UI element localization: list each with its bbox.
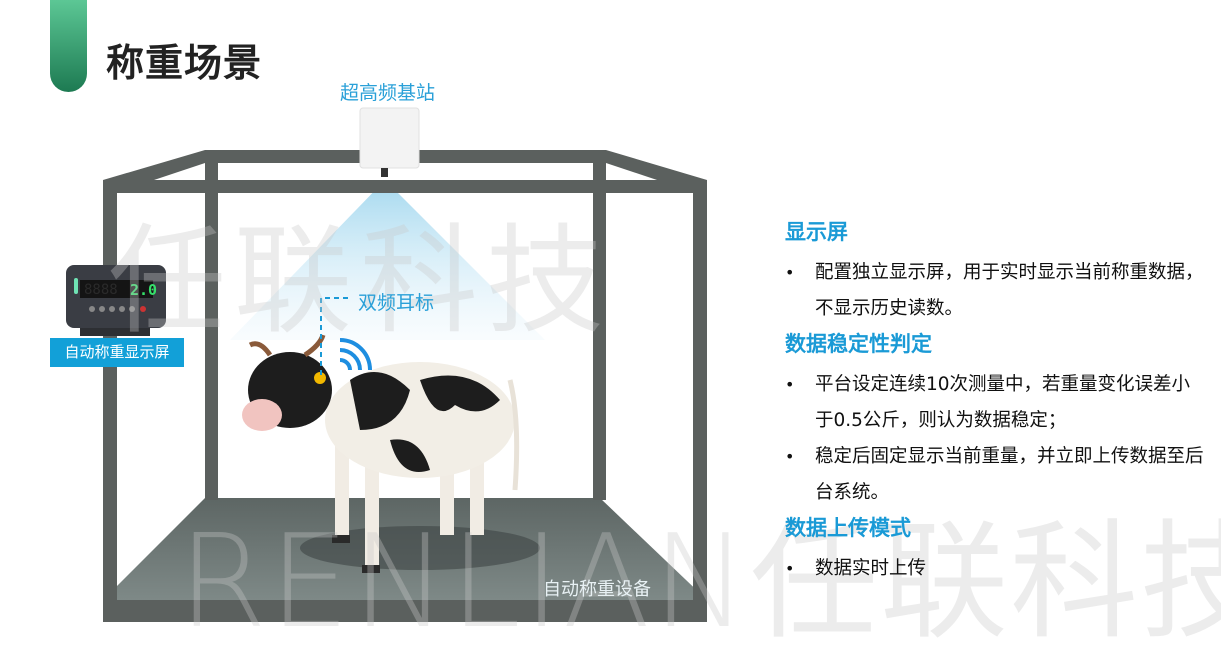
- section-heading-stability: 数据稳定性判定: [785, 332, 932, 356]
- display-reading: 2.0: [130, 281, 157, 299]
- ear-tag-label: 双频耳标: [358, 292, 435, 314]
- section-heading-upload: 数据上传模式: [785, 516, 911, 540]
- svg-text:8888: 8888: [84, 282, 118, 298]
- info-panel: 显示屏 配置独立显示屏，用于实时显示当前称重数据，不显示历史读数。 数据稳定性判…: [785, 215, 1205, 587]
- base-station-antenna: [359, 107, 420, 177]
- base-station-label: 超高频基站: [340, 82, 436, 104]
- bullet-item: 配置独立显示屏，用于实时显示当前称重数据，不显示历史读数。: [785, 255, 1205, 327]
- display-caption: 自动称重显示屏: [50, 338, 184, 367]
- page-title: 称重场景: [106, 41, 263, 85]
- cow-illustration: [242, 334, 520, 573]
- weighing-display-device: 8888 2.0: [66, 265, 166, 336]
- section-heading-display: 显示屏: [785, 220, 848, 244]
- bullet-item: 稳定后固定显示当前重量，并立即上传数据至后台系统。: [785, 439, 1205, 511]
- device-caption: 自动称重设备: [543, 579, 651, 600]
- bullet-item: 数据实时上传: [785, 551, 1205, 587]
- rf-signal-beam: [230, 180, 545, 340]
- title-accent-bar: [50, 0, 87, 92]
- wifi-signal-icon: [339, 338, 372, 371]
- ear-tag-leader-line: [320, 297, 350, 375]
- bullet-item: 平台设定连续10次测量中，若重量变化误差小于0.5公斤，则认为数据稳定；: [785, 367, 1205, 439]
